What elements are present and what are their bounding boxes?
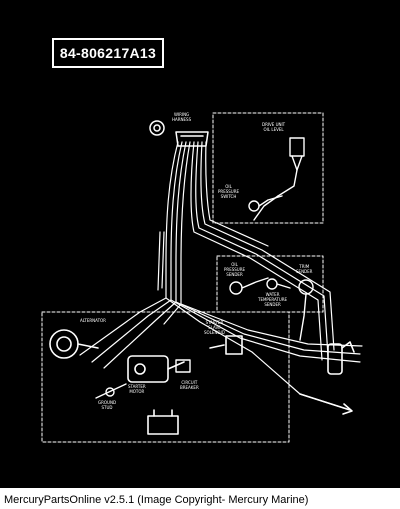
harness-connector xyxy=(149,120,209,147)
label-oil-pressure-switch: OIL PRESSURE SWITCH xyxy=(218,184,240,199)
section-box-drive-unit xyxy=(212,112,324,224)
wiring-diagram: 84-806217A13 xyxy=(0,0,400,488)
starter-slave-solenoid-component xyxy=(209,335,243,355)
label-trim-sender: TRIM SENDER xyxy=(296,264,313,274)
alternator-component xyxy=(49,329,99,359)
main-plug-component xyxy=(327,341,355,375)
label-alternator: ALTERNATOR xyxy=(80,318,106,323)
battery-component xyxy=(147,409,179,435)
label-starter-slave-solenoid: STARTER SLAVE SOLENOID xyxy=(204,320,225,335)
label-wiring-harness: WIRING HARNESS xyxy=(172,112,192,122)
schematic-drawing xyxy=(41,112,363,443)
sensor-components xyxy=(229,277,314,341)
part-number-box: 84-806217A13 xyxy=(52,38,164,68)
direction-arrow xyxy=(299,393,353,415)
part-number: 84-806217A13 xyxy=(59,45,157,61)
label-water-temperature-sender: WATER TEMPERATURE SENDER xyxy=(258,292,288,307)
harness-bundle xyxy=(79,141,363,411)
ground-stud-component xyxy=(95,383,127,399)
drive-unit-oil-level-component xyxy=(253,137,305,221)
circuit-breaker-component xyxy=(175,359,191,373)
label-starter-motor: STARTER MOTOR xyxy=(128,384,146,394)
label-oil-pressure-sender: OIL PRESSURE SENDER xyxy=(224,262,246,277)
oil-pressure-switch-component xyxy=(248,195,283,212)
label-ground-stud: GROUND STUD xyxy=(98,400,117,410)
label-circuit-breaker: CIRCUIT BREAKER xyxy=(180,380,199,390)
label-drive-unit-oil-level: DRIVE UNIT OIL LEVEL xyxy=(262,122,286,132)
copyright-footer: MercuryPartsOnline v2.5.1 (Image Copyrig… xyxy=(4,494,309,506)
